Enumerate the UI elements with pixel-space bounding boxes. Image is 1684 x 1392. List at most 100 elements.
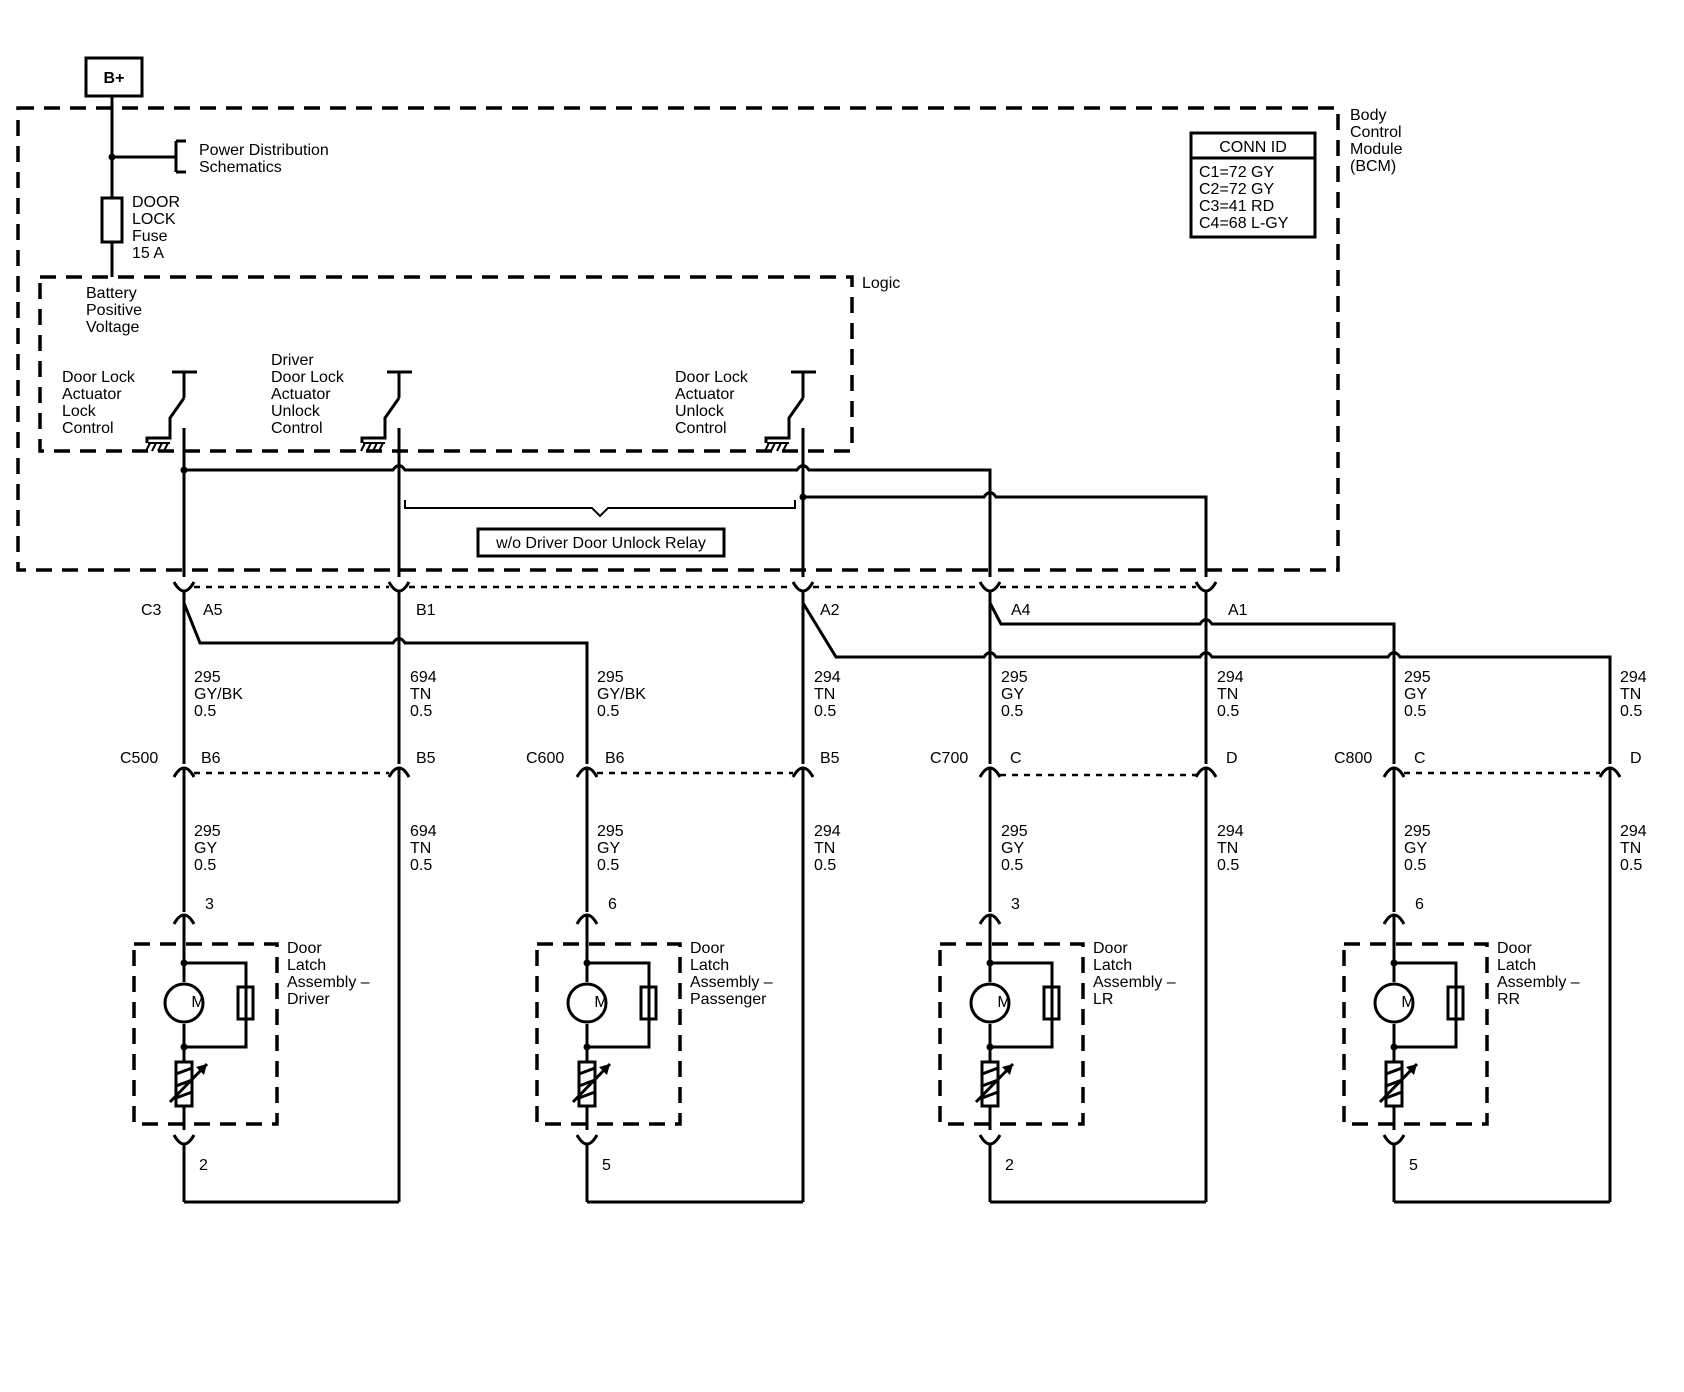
unlock-bus bbox=[801, 465, 1208, 577]
conn-id-table: CONN ID C1=72 GY C2=72 GY C3=41 RD C4=68… bbox=[1189, 131, 1317, 239]
svg-text:Fuse: Fuse bbox=[132, 228, 168, 245]
harness-wire bbox=[182, 781, 1612, 1202]
power-source-box: B+ bbox=[84, 56, 144, 98]
inline-connector-c800 bbox=[1382, 766, 1622, 781]
logic-label: Logic bbox=[862, 275, 900, 292]
door-latch-assembly-lr bbox=[938, 913, 1206, 1204]
svg-text:295: 295 bbox=[597, 669, 624, 686]
svg-text:Module: Module bbox=[1350, 141, 1403, 158]
pin-label: A4 bbox=[1011, 602, 1031, 619]
svg-text:295: 295 bbox=[1404, 669, 1431, 686]
svg-text:295: 295 bbox=[1001, 823, 1028, 840]
junction-dot bbox=[799, 493, 807, 501]
svg-text:0.5: 0.5 bbox=[1404, 857, 1426, 874]
svg-text:0.5: 0.5 bbox=[814, 857, 836, 874]
svg-text:Control: Control bbox=[1350, 124, 1402, 141]
connector-pin bbox=[575, 766, 599, 781]
connector-pin bbox=[1382, 766, 1406, 781]
svg-text:Driver: Driver bbox=[287, 991, 330, 1008]
svg-text:GY: GY bbox=[1404, 686, 1427, 703]
pin-label: 6 bbox=[608, 896, 617, 913]
svg-text:GY: GY bbox=[1001, 840, 1024, 857]
svg-text:Body: Body bbox=[1350, 107, 1386, 124]
connector-pin bbox=[978, 766, 1002, 781]
svg-text:295: 295 bbox=[194, 823, 221, 840]
svg-text:Voltage: Voltage bbox=[86, 319, 139, 336]
svg-text:Door Lock: Door Lock bbox=[62, 369, 136, 386]
resistor-icon bbox=[1042, 985, 1061, 1021]
pin-label: 6 bbox=[1415, 896, 1424, 913]
svg-text:0.5: 0.5 bbox=[597, 703, 619, 720]
svg-text:294: 294 bbox=[1620, 823, 1647, 840]
pin-label: B6 bbox=[605, 750, 625, 767]
pin-label: A1 bbox=[1228, 602, 1248, 619]
svg-text:294: 294 bbox=[814, 823, 841, 840]
connector-name: C600 bbox=[526, 750, 564, 767]
variable-resistor-icon bbox=[980, 1060, 1000, 1108]
fuse-label: DOOR LOCK Fuse 15 A bbox=[132, 194, 180, 262]
svg-text:Unlock: Unlock bbox=[675, 403, 725, 420]
svg-text:LR: LR bbox=[1093, 991, 1113, 1008]
pin-label: B6 bbox=[201, 750, 221, 767]
svg-text:0.5: 0.5 bbox=[410, 857, 432, 874]
connector-name: C700 bbox=[930, 750, 968, 767]
variable-resistor-icon bbox=[1384, 1060, 1404, 1108]
power-source-label: B+ bbox=[104, 70, 125, 87]
logic-boundary bbox=[38, 275, 854, 453]
connector-pin bbox=[172, 766, 196, 781]
svg-text:Door Lock: Door Lock bbox=[675, 369, 749, 386]
svg-text:294: 294 bbox=[814, 669, 841, 686]
svg-text:GY: GY bbox=[1404, 840, 1427, 857]
svg-text:Battery: Battery bbox=[86, 285, 137, 302]
svg-text:Door: Door bbox=[287, 940, 322, 957]
svg-text:15 A: 15 A bbox=[132, 245, 164, 262]
motor-label: M bbox=[594, 994, 607, 1011]
svg-text:RR: RR bbox=[1497, 991, 1520, 1008]
pin-label: A2 bbox=[820, 602, 840, 619]
svg-text:Control: Control bbox=[675, 420, 727, 437]
pin-label: C bbox=[1414, 750, 1426, 767]
bcm-name: Body Control Module (BCM) bbox=[1350, 107, 1403, 175]
connector-pin bbox=[387, 581, 411, 603]
svg-text:LOCK: LOCK bbox=[132, 211, 176, 228]
motor-icon bbox=[1373, 982, 1415, 1024]
connector-pin bbox=[978, 581, 1002, 603]
connector-pin bbox=[978, 1134, 1002, 1202]
svg-text:295: 295 bbox=[597, 823, 624, 840]
connector-pin bbox=[1194, 766, 1218, 781]
svg-text:Door: Door bbox=[690, 940, 725, 957]
svg-text:Passenger: Passenger bbox=[690, 991, 767, 1008]
svg-text:GY: GY bbox=[597, 840, 620, 857]
svg-text:TN: TN bbox=[1620, 686, 1641, 703]
svg-text:Latch: Latch bbox=[690, 957, 729, 974]
pin-label: B1 bbox=[416, 602, 436, 619]
svg-text:Schematics: Schematics bbox=[199, 159, 282, 176]
svg-text:TN: TN bbox=[410, 840, 431, 857]
svg-text:0.5: 0.5 bbox=[194, 703, 216, 720]
variable-resistor-icon bbox=[174, 1060, 194, 1108]
svg-text:Assembly –: Assembly – bbox=[1093, 974, 1176, 991]
connector-pin bbox=[791, 581, 815, 603]
fuse-icon bbox=[100, 196, 124, 244]
motor-label: M bbox=[997, 994, 1010, 1011]
svg-text:Positive: Positive bbox=[86, 302, 142, 319]
harness-wire bbox=[182, 602, 589, 764]
door-latch-assembly-rr bbox=[1342, 913, 1610, 1204]
unlock-control-switch bbox=[764, 370, 816, 465]
bcm-connector bbox=[172, 581, 1218, 603]
svg-text:295: 295 bbox=[194, 669, 221, 686]
conn-id-row: C4=68 L-GY bbox=[1199, 215, 1289, 232]
svg-text:GY: GY bbox=[1001, 686, 1024, 703]
svg-text:0.5: 0.5 bbox=[1620, 703, 1642, 720]
svg-text:Door: Door bbox=[1093, 940, 1128, 957]
option-note-box: w/o Driver Door Unlock Relay bbox=[476, 527, 726, 558]
